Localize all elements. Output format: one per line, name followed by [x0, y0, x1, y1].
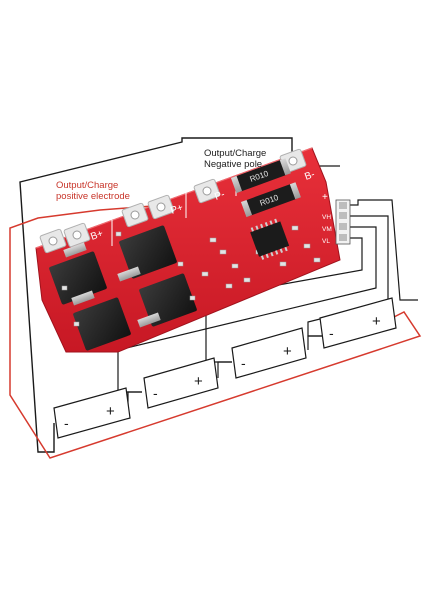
mosfet-1 [49, 242, 107, 305]
cell-2-minus: - [153, 385, 158, 401]
pad-bplus [39, 222, 91, 254]
resistor-r010-top [230, 158, 291, 194]
wire-link-2-3 [217, 361, 232, 378]
pad-pplus [121, 194, 175, 228]
cell-1 [53, 387, 131, 439]
cell-4 [319, 297, 397, 349]
label-output-positive-line2: positive electrode [56, 191, 130, 202]
mosfet-4 [137, 273, 197, 328]
label-output-positive: Output/Charge positive electrode [56, 180, 130, 202]
wire-bplus-top [344, 199, 418, 301]
pad-label-pplus: P+ [169, 202, 185, 217]
pad-label-bplus: B+ [89, 228, 105, 243]
label-output-negative-line2: Negative pole [204, 159, 263, 170]
pad-pminus [193, 178, 221, 204]
smd-components [61, 225, 321, 327]
cell-1-plus: + [106, 403, 115, 420]
label-output-positive-line1: Output/Charge [56, 180, 119, 191]
control-ic [250, 218, 290, 260]
pin-label-plus: + [322, 192, 328, 203]
mosfet-3 [71, 290, 131, 351]
cell-3-plus: + [283, 343, 292, 360]
balance-connector [335, 199, 351, 245]
pad-label-pminus: P- [213, 189, 226, 203]
pin-label-vl: VL [322, 238, 330, 245]
label-output-negative-line1: Output/Charge [204, 148, 267, 159]
wire-bminus [19, 137, 293, 453]
mosfet-2 [117, 225, 177, 282]
cell-3-minus: - [241, 355, 246, 371]
wire-output-positive [9, 205, 422, 459]
label-output-negative: Output/Charge Negative pole [204, 148, 266, 170]
wire-link-3-4 [307, 335, 322, 350]
pin-label-vh: VH [322, 214, 331, 221]
cell-1-minus: - [64, 415, 69, 431]
pin-label-vm: VM [322, 226, 332, 233]
pad-label-bminus: B- [303, 169, 316, 183]
cell-2 [143, 357, 219, 409]
wire-link-1-2 [127, 391, 142, 406]
resistor-r010-bottom [240, 182, 301, 218]
cell-2-plus: + [194, 373, 203, 390]
cell-4-plus: + [372, 313, 381, 330]
cell-4-minus: - [329, 325, 334, 341]
cell-3 [231, 327, 307, 379]
